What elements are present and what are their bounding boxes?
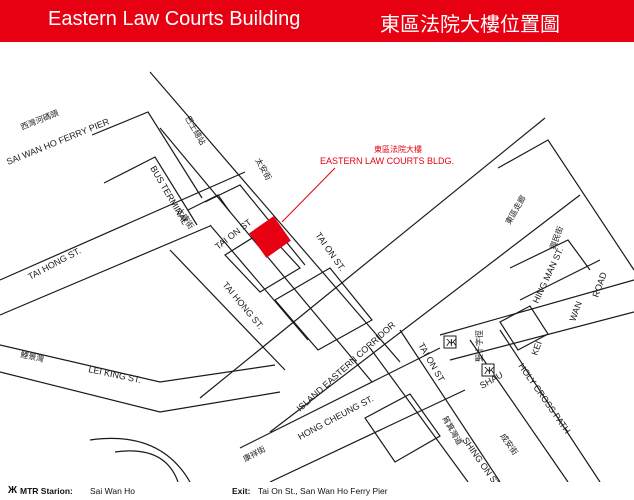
holy-cross-path-2	[499, 329, 601, 482]
label-tai-hong-st-1: TAI HONG ST.	[26, 246, 82, 282]
hing-man-st-1	[509, 239, 591, 271]
corridor-lower	[269, 194, 581, 433]
label-tai-hong-st-2: TAI HONG ST.	[220, 280, 265, 331]
label-bus-terminal-zh: 巴士總站	[183, 114, 208, 147]
target-building-marker	[249, 216, 291, 258]
skw-road-upper	[439, 279, 634, 336]
mtr-station-value: Sai Wan Ho	[90, 486, 136, 496]
city-block-3	[364, 393, 441, 463]
label-skw-2: KEI	[529, 340, 543, 357]
city-block-1	[224, 229, 301, 293]
hong-cheung-st-upper	[239, 347, 441, 449]
label-skw-4: ROAD	[590, 270, 608, 298]
east-corridor-ramp	[497, 139, 634, 271]
curve-road-1	[89, 437, 191, 482]
skw-road-lower	[449, 311, 634, 361]
label-shing-on-st: SHING ON ST.	[460, 435, 503, 482]
exit-label: Exit:	[232, 486, 251, 496]
svg-text:Ж: Ж	[446, 338, 457, 349]
road-network	[0, 71, 634, 482]
city-block-2	[274, 267, 373, 351]
pier-road-lower	[103, 156, 198, 226]
tai-hong-st-upper	[0, 171, 246, 281]
target-label-en: EASTERN LAW COURTS BLDG.	[320, 156, 454, 166]
label-lei-king-zh: 鯉景灣	[20, 349, 46, 364]
lei-king-st-lower	[0, 371, 281, 413]
label-island-eastern-corridor: ISLAND EASTERN CORRIDOR	[295, 319, 398, 413]
street-map: 東區法院大樓 EASTERN LAW COURTS BLDG. Ж Ж 西灣河碼…	[0, 71, 634, 482]
tai-hong-st-center	[209, 224, 309, 341]
target-leader-line	[281, 167, 336, 223]
label-pier-zh: 西灣河碼頭	[19, 108, 60, 132]
pier-road-upper	[91, 111, 203, 199]
tai-on-st-lower-2	[369, 347, 469, 482]
label-tai-on-st-1: TAI ON ST	[213, 217, 254, 252]
exit-value: Tai On St., San Wan Ho Ferry Pier	[258, 486, 388, 496]
label-hing-man-en: HING MAN ST.	[531, 246, 566, 305]
hong-cheung-st-lower	[269, 389, 466, 482]
mtr-exit-icon: Ж	[481, 363, 495, 377]
svg-text:Ж: Ж	[484, 366, 495, 377]
label-shing-on-zh: 成安街	[498, 431, 520, 456]
label-skw-3: WAN	[567, 300, 583, 323]
city-block-4	[499, 305, 549, 351]
bus-terminal-outline	[187, 194, 231, 213]
label-hong-cheung-zh: 康祥街	[241, 444, 267, 464]
label-tai-on-st-zh: 太安街	[253, 156, 274, 182]
corridor-upper	[199, 117, 546, 399]
label-lei-king-en: LEI KING ST.	[88, 364, 142, 385]
tai-hong-st-center-2	[169, 249, 286, 371]
target-label-zh: 東區法院大樓	[374, 144, 422, 154]
mtr-station-label: MTR Starion:	[20, 486, 73, 496]
title-bar: Eastern Law Courts Building 東區法院大樓位置圖	[0, 0, 634, 42]
tai-on-st-east-edge	[149, 71, 401, 363]
mtr-logo-icon: Ж	[8, 485, 18, 496]
label-east-corridor-zh: 東區走廊	[503, 193, 528, 226]
hing-man-st-2	[519, 259, 601, 301]
tai-hong-st-lower	[0, 225, 211, 316]
mtr-exit-icon: Ж	[443, 335, 457, 349]
footer-legend: Ж MTR Starion: Sai Wan Ho Exit: Tai On S…	[0, 482, 634, 500]
label-holy-cross-zh: 聖十字徑	[474, 330, 484, 362]
tai-on-st-lower-1	[399, 329, 501, 482]
curve-road-2	[114, 450, 179, 482]
title-chinese: 東區法院大樓位置圖	[380, 12, 560, 36]
label-holy-cross-en: HOLY CROSS PATH	[516, 361, 572, 435]
lei-king-st-upper	[0, 344, 276, 383]
title-english: Eastern Law Courts Building	[48, 8, 301, 30]
